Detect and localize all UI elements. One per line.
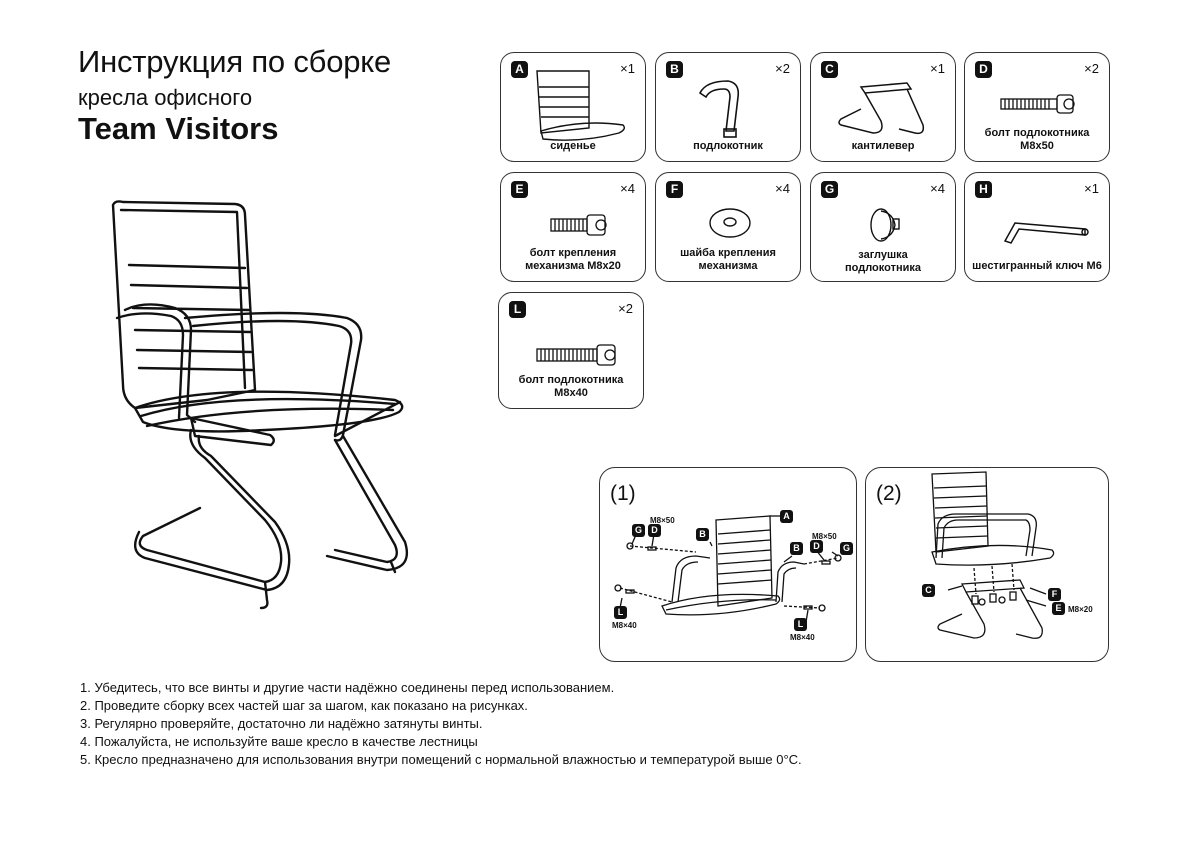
callout-d-right: D xyxy=(810,540,823,553)
step-number: (2) xyxy=(876,482,902,505)
size-label: M8×50 xyxy=(812,532,837,541)
callout-b: B xyxy=(696,528,709,541)
part-label: сиденье xyxy=(550,140,596,152)
seat-icon xyxy=(536,70,626,141)
part-quantity: ×2 xyxy=(618,301,633,316)
part-letter-badge: C xyxy=(821,61,838,78)
assembly-step-2: (2) C F E M8×20 xyxy=(865,467,1109,662)
callout-b-right: B xyxy=(790,542,803,555)
hex-key-icon xyxy=(1003,222,1089,244)
part-quantity: ×4 xyxy=(930,181,945,196)
part-letter-badge: B xyxy=(666,61,683,78)
part-label: болт крепления механизма M8x20 xyxy=(525,247,621,272)
part-quantity: ×2 xyxy=(775,61,790,76)
bolt-icon xyxy=(550,214,607,236)
part-card-g: G ×4 заглушка подлокотника xyxy=(810,172,956,282)
part-label: кантилевер xyxy=(851,140,915,152)
part-card-f: F ×4 шайба крепления механизма xyxy=(655,172,801,282)
callout-d: D xyxy=(648,524,661,537)
part-label: подлокотник xyxy=(693,140,763,152)
page-subtitle: кресла офисного xyxy=(78,85,253,110)
size-label: M8×40 xyxy=(612,621,637,630)
part-card-b: B ×2 подлокотник xyxy=(655,52,801,162)
assembly-step-1: (1) A B xyxy=(599,467,857,662)
part-letter-badge: A xyxy=(511,61,528,78)
armrest-icon xyxy=(698,80,740,138)
note-item: 2. Проведите сборку всех частей шаг за ш… xyxy=(80,698,528,713)
washer-icon xyxy=(709,208,751,238)
part-label: шайба крепления механизма xyxy=(680,247,776,272)
part-quantity: ×4 xyxy=(620,181,635,196)
callout-l: L xyxy=(614,606,627,619)
callout-g-right: G xyxy=(840,542,853,555)
part-quantity: ×1 xyxy=(930,61,945,76)
step-1-diagram xyxy=(614,515,842,623)
size-label: M8×40 xyxy=(790,633,815,642)
chair-illustration xyxy=(111,200,409,610)
part-quantity: ×4 xyxy=(775,181,790,196)
cantilever-icon xyxy=(838,82,925,135)
part-quantity: ×1 xyxy=(620,61,635,76)
bolt-icon xyxy=(536,344,616,366)
model-name: Team Visitors xyxy=(78,111,279,146)
part-quantity: ×2 xyxy=(1084,61,1099,76)
note-item: 3. Регулярно проверяйте, достаточно ли н… xyxy=(80,716,483,731)
note-item: 4. Пожалуйста, не используйте ваше кресл… xyxy=(80,734,478,749)
cap-icon xyxy=(870,208,900,242)
safety-notes: 1. Убедитесь, что все винты и другие час… xyxy=(80,679,802,769)
step-2-diagram xyxy=(931,471,1055,639)
callout-g: G xyxy=(632,524,645,537)
callout-f: F xyxy=(1048,588,1061,601)
part-letter-badge: E xyxy=(511,181,528,198)
part-letter-badge: D xyxy=(975,61,992,78)
part-label: болт подлокотника M8x40 xyxy=(518,374,624,399)
part-card-h: H ×1 шестигранный ключ M6 xyxy=(964,172,1110,282)
part-letter-badge: G xyxy=(821,181,838,198)
part-label: заглушка подлокотника xyxy=(845,249,921,274)
callout-c: C xyxy=(922,584,935,597)
size-label: M8×20 xyxy=(1068,605,1093,614)
part-card-a: A ×1 сиденье xyxy=(500,52,646,162)
part-quantity: ×1 xyxy=(1084,181,1099,196)
part-card-c: C ×1 кантилевер xyxy=(810,52,956,162)
callout-e: E xyxy=(1052,602,1065,615)
part-letter-badge: L xyxy=(509,301,526,318)
part-label: шестигранный ключ M6 xyxy=(972,260,1102,272)
size-label: M8×50 xyxy=(650,516,675,525)
part-card-e: E ×4 болт крепления механизма M8x20 xyxy=(500,172,646,282)
page-title: Инструкция по сборке xyxy=(78,44,392,79)
part-card-d: D ×2 болт подлокотника M8x50 xyxy=(964,52,1110,162)
step-number: (1) xyxy=(610,482,636,505)
part-label: болт подлокотника M8x50 xyxy=(984,127,1090,152)
callout-a: A xyxy=(780,510,793,523)
part-letter-badge: H xyxy=(975,181,992,198)
note-item: 1. Убедитесь, что все винты и другие час… xyxy=(80,680,615,695)
note-item: 5. Кресло предназначено для использовани… xyxy=(80,752,802,767)
part-card-l: L ×2 болт подлокотника M8x40 xyxy=(498,292,644,409)
callout-l-right: L xyxy=(794,618,807,631)
bolt-icon xyxy=(1000,94,1075,114)
part-letter-badge: F xyxy=(666,181,683,198)
